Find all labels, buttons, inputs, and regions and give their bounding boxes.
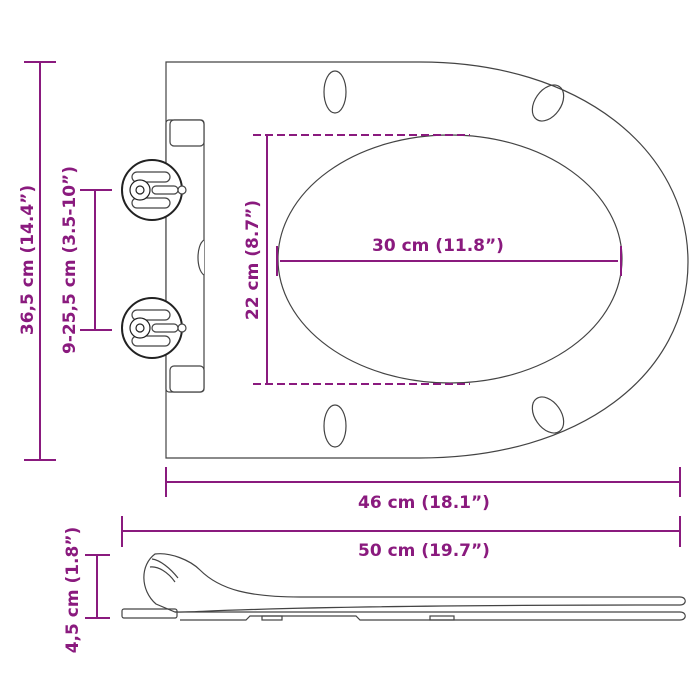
side-lid: [143, 553, 686, 613]
bumper-hole-bottom-right: [531, 396, 565, 434]
hinge-cap-top: [169, 119, 205, 147]
seat-length-label: 46 cm (18.1”): [358, 493, 490, 513]
side-bumper-left: [261, 615, 283, 621]
total-length-label: 36,5 cm (14.4”): [18, 185, 38, 335]
hinge-spacing-label: 9-25,5 cm (3.5-10”): [60, 166, 80, 354]
seat-inner-opening: [277, 134, 623, 384]
inner-height-label: 22 cm (8.7”): [243, 200, 263, 320]
dimension-lines: [24, 61, 681, 619]
bumper-hole-top-left: [323, 70, 347, 114]
overall-length-label: 50 cm (19.7”): [358, 541, 490, 561]
hinge-disc-bottom: [121, 297, 187, 359]
hinge-disc-top: [121, 159, 187, 221]
hinge-assembly: [121, 119, 205, 393]
bumper-hole-top-right: [531, 84, 565, 122]
bumper-hole-bottom-left: [323, 404, 347, 448]
hinge-cap-bottom: [169, 365, 205, 393]
side-hinge-base: [121, 608, 178, 619]
inner-width-label: 30 cm (11.8”): [372, 236, 504, 256]
seat-side-view: [121, 553, 686, 621]
side-seat: [175, 611, 686, 621]
hinge-notch: [197, 239, 205, 276]
seat-outer-outline: [165, 61, 689, 459]
side-height-label: 4,5 cm (1.8”): [63, 527, 83, 654]
side-bumper-right: [429, 615, 455, 621]
